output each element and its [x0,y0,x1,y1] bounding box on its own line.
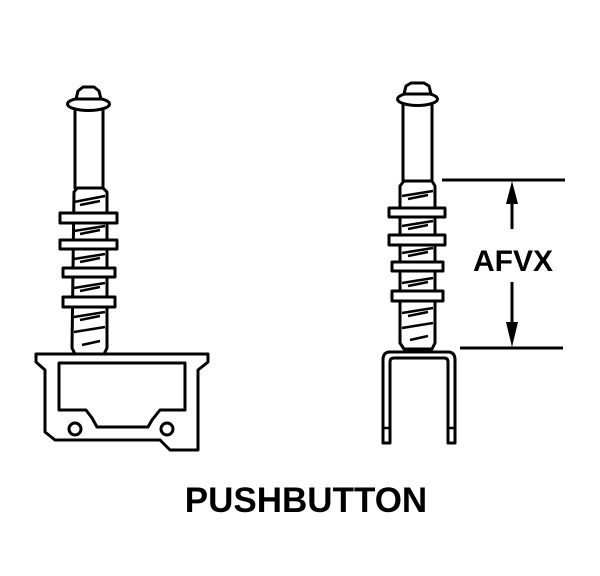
plunger-cap [74,85,103,101]
fork-terminal [381,350,457,445]
arrow-up-icon [506,181,518,204]
mounting-hole [67,421,83,437]
dimension-afvx: AFVX [442,178,565,350]
thread-marks [73,194,106,347]
dimension-label: AFVX [473,245,553,278]
thread-marks [401,189,434,342]
plunger-shaft [401,100,434,183]
diagram-title: PUSHBUTTON [185,481,427,520]
plunger-shaft [73,104,105,190]
washer [58,238,119,251]
washer [61,266,117,279]
washer [61,295,117,309]
pushbutton-with-fork [381,81,457,445]
mounting-hole [159,421,175,437]
washer [390,260,445,273]
washer [390,289,445,303]
housing-cutout [57,361,187,429]
washer [387,233,447,247]
washer [58,211,119,225]
pushbutton-with-housing [34,85,210,452]
plunger-cap [402,81,433,96]
arrow-down-icon [506,322,518,347]
washer [387,206,447,219]
